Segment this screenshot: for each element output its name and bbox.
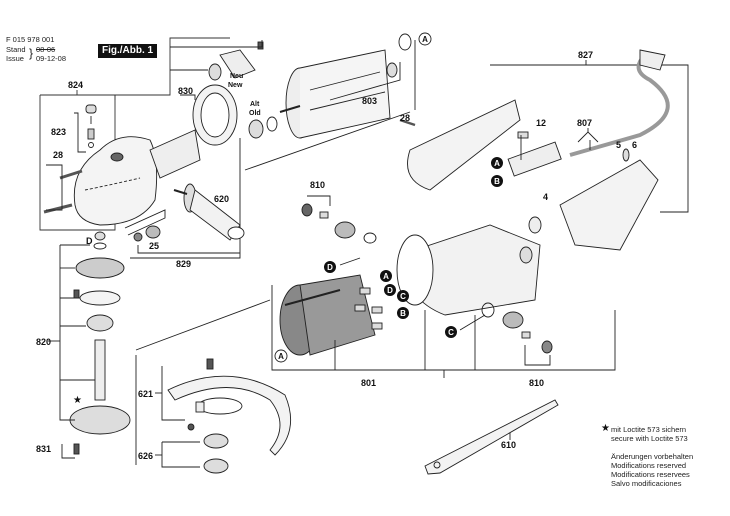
label-830: 830 [178, 86, 194, 96]
hollow-marker-letters: A A [278, 35, 428, 361]
brace: } [29, 46, 34, 60]
svg-text:C: C [400, 292, 406, 301]
spindle-stack-820 [48, 231, 131, 459]
armature-803 [244, 33, 416, 171]
wheel-guard-621 [135, 299, 292, 465]
spanner-610 [424, 399, 559, 475]
modifications-de: Änderungen vorbehalten [611, 452, 694, 461]
modifications-es: Salvo modificaciones [611, 479, 682, 488]
svg-text:D: D [327, 263, 333, 272]
side-handle-620 [173, 183, 245, 241]
part-823-stack [74, 104, 97, 153]
modifications-en: Modifications reserved [611, 461, 687, 470]
svg-text:D: D [387, 286, 393, 295]
label-25: 25 [149, 241, 160, 251]
svg-text:C: C [448, 328, 454, 337]
filled-markers [324, 157, 503, 338]
bracket-801 [271, 285, 616, 378]
svg-text:B: B [494, 177, 500, 186]
label-824: 824 [68, 80, 84, 90]
neu-plate [170, 40, 264, 81]
part-830-cover [149, 84, 238, 179]
label-28-left: 28 [53, 150, 64, 160]
star-icon: ★ [601, 423, 610, 434]
cord-and-plug [569, 49, 670, 162]
loctite-note-de: mit Loctite 573 sichern [611, 425, 687, 434]
label-610: 610 [501, 440, 517, 450]
label-807: 807 [577, 118, 593, 128]
label-827: 827 [578, 50, 594, 60]
marker-a-hollow [274, 32, 432, 363]
svg-text:B: B [400, 309, 406, 318]
label-neu: Neu [230, 73, 244, 80]
brush-holders-810 [301, 195, 553, 366]
flanges-626 [155, 433, 229, 474]
brush-leads [339, 257, 495, 331]
svg-text:A: A [422, 35, 428, 44]
bracket-824 [39, 37, 230, 231]
label-621: 621 [138, 389, 154, 399]
label-801: 801 [361, 378, 377, 388]
stator [279, 274, 376, 356]
label-829: 829 [176, 259, 192, 269]
label-823: 823 [51, 127, 67, 137]
switch-4 [507, 131, 562, 177]
label-810-bottom: 810 [529, 378, 545, 388]
label-810-top: 810 [310, 180, 326, 190]
svg-text:A: A [383, 272, 389, 281]
label-831: 831 [36, 444, 52, 454]
label-28-right: 28 [400, 113, 411, 123]
stand-value: 08-06 [36, 45, 56, 54]
label-626: 626 [138, 451, 154, 461]
label-12: 12 [536, 118, 547, 128]
marker-letters: A B D A D C B C [327, 159, 500, 337]
handle-housing [399, 60, 689, 213]
handle-cover [559, 159, 659, 251]
label-d: D [86, 236, 93, 246]
label-5: 5 [616, 140, 622, 150]
label-6: 6 [632, 140, 638, 150]
pinion-25 [124, 209, 240, 254]
svg-text:A: A [278, 352, 284, 361]
label-alt: Alt [250, 101, 260, 108]
label-620: 620 [214, 194, 230, 204]
alt-bearing [130, 116, 278, 259]
label-old: Old [249, 110, 261, 117]
loctite-star-marker: ★ [73, 395, 82, 406]
label-820: 820 [36, 337, 52, 347]
svg-text:A: A [494, 159, 500, 168]
loctite-note-en: secure with Loctite 573 [611, 434, 688, 443]
label-4: 4 [543, 192, 549, 202]
label-new: New [228, 82, 243, 89]
issue-value: 09-12-08 [36, 54, 67, 63]
issue-label: Issue [6, 54, 24, 63]
label-803: 803 [362, 96, 378, 106]
figure-label: Fig./Abb. 1 [98, 44, 158, 58]
motor-housing [396, 216, 542, 316]
stand-label: Stand [6, 45, 26, 54]
part-number: F 015 978 001 [6, 35, 55, 44]
modifications-fr: Modifications reservees [611, 470, 690, 479]
gear-housing [73, 136, 158, 226]
screws-28-left [43, 164, 83, 214]
